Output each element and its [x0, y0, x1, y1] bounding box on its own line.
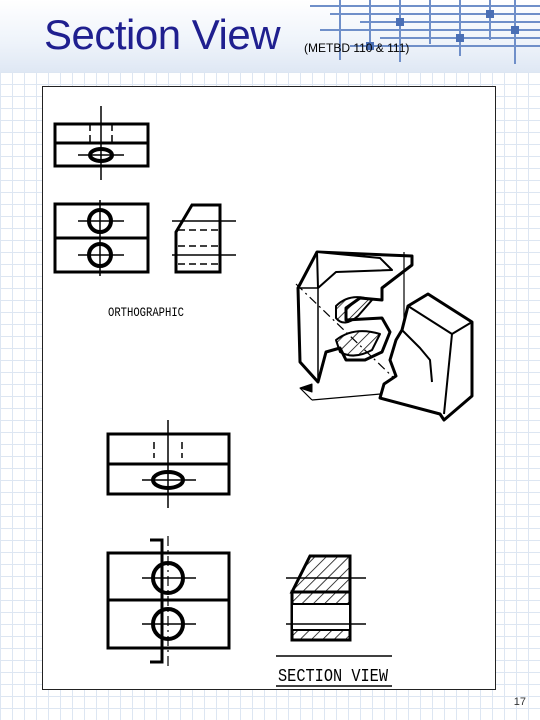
section-view-label: SECTION VIEW [278, 667, 388, 687]
iso-section-block [295, 250, 414, 401]
slide-title: Section View [44, 11, 281, 58]
ortho-top-view [53, 106, 150, 180]
header-band [0, 0, 540, 72]
ortho-front-view [53, 200, 150, 276]
header-decoration [310, 0, 540, 64]
section-front-view [106, 536, 231, 666]
iso-back-block [378, 292, 474, 422]
orthographic-label: ORTHOGRAPHIC [108, 305, 184, 320]
section-side-view [286, 554, 366, 642]
slide-subtitle: (METBD 110 & 111) [304, 41, 410, 55]
ortho-side-view [172, 203, 236, 274]
section-top-view [106, 420, 231, 508]
page-number: 17 [513, 696, 526, 708]
